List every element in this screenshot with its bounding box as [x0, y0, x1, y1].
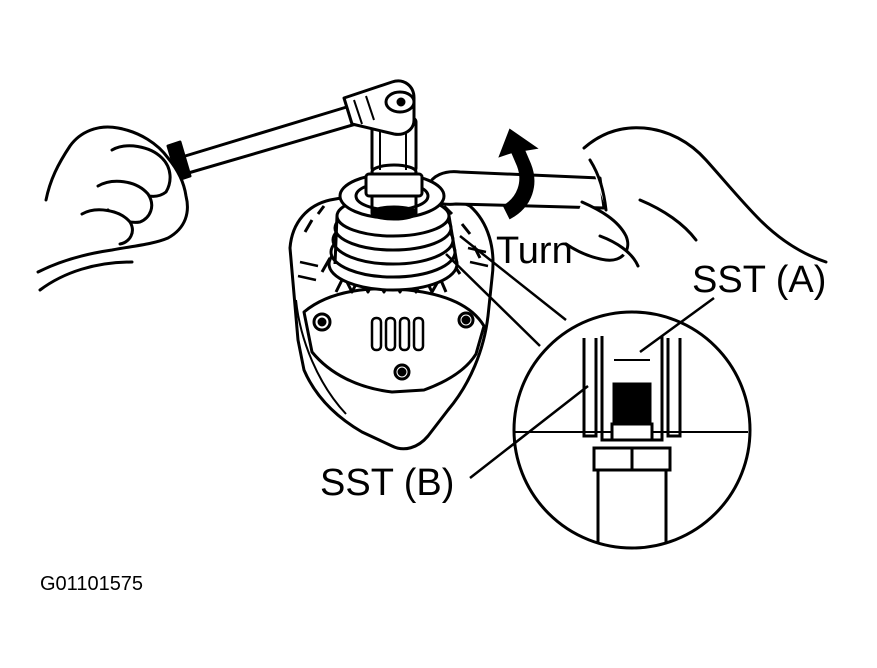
left-hand: [36, 125, 189, 292]
detail-sst-b: [582, 338, 682, 438]
detail-sst-a: [600, 336, 664, 442]
leader-lines: [469, 296, 715, 479]
right-hand: [564, 126, 828, 268]
sst-a-label: SST (A): [692, 259, 827, 301]
ratchet-handle: [166, 79, 416, 182]
turn-arrow: [498, 128, 539, 220]
detail-view-circle: [445, 235, 752, 550]
sst-b-label: SST (B): [320, 462, 455, 504]
detail-shaft: [592, 446, 672, 542]
pulley: [327, 194, 459, 292]
turn-label: Turn: [496, 230, 573, 272]
figure-id: G01101575: [40, 573, 144, 595]
